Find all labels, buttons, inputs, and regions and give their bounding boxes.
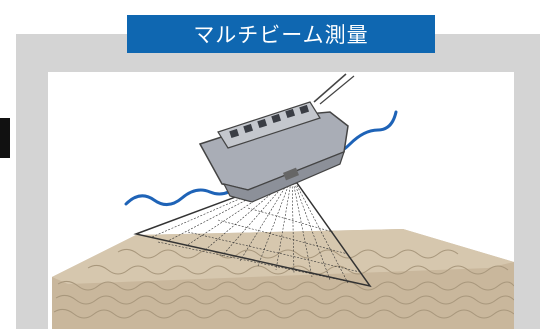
edge-marker (0, 118, 10, 158)
title-banner: マルチビーム測量 (127, 15, 435, 53)
survey-boat-icon (198, 73, 355, 203)
seabed-terrain (52, 229, 514, 329)
page-title: マルチビーム測量 (193, 23, 369, 47)
multibeam-illustration (52, 73, 514, 329)
